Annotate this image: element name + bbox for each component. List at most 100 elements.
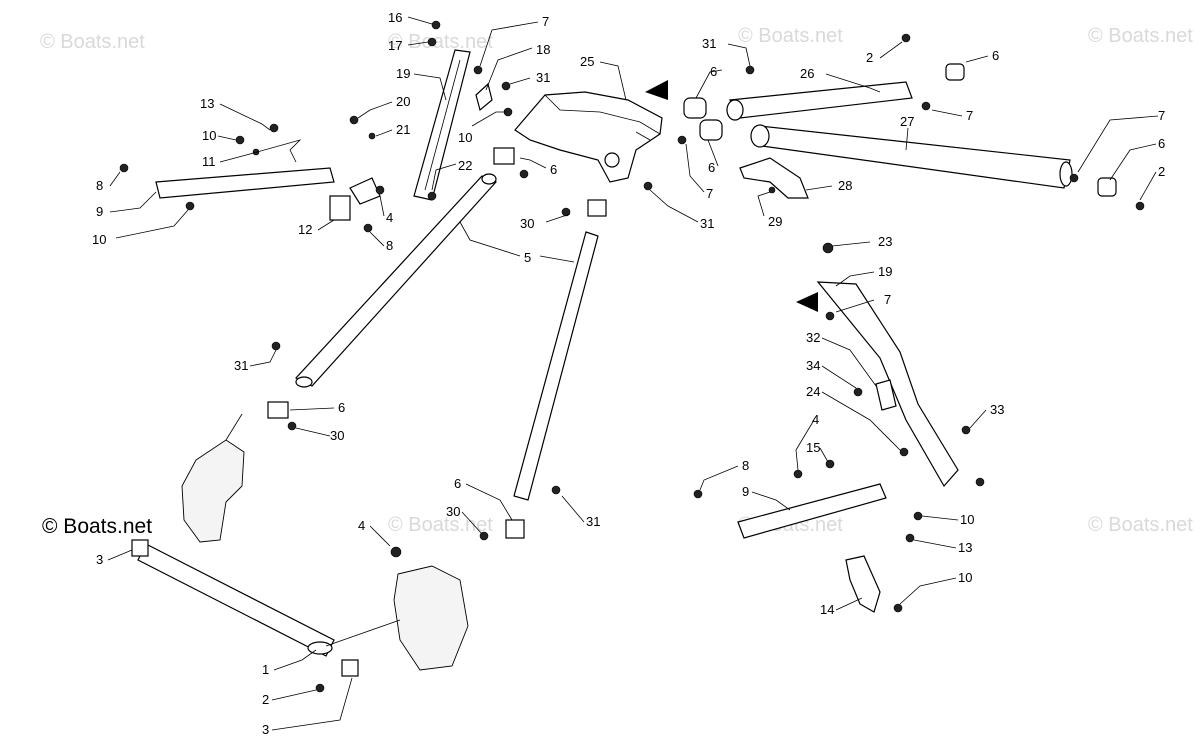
callout-label: 16 <box>388 10 402 25</box>
callout-label: 10 <box>92 232 106 247</box>
callout-label: 14 <box>820 602 834 617</box>
diagonal-tube-part <box>513 231 599 501</box>
leader-line <box>479 21 539 67</box>
callout-label: 6 <box>710 64 717 79</box>
bolt-head-icon <box>822 242 834 254</box>
nut-icon <box>235 135 245 145</box>
gusset-hole-icon <box>604 152 620 168</box>
leader-line <box>413 73 447 101</box>
cross-brace-part <box>737 483 887 539</box>
leader-line <box>835 271 875 287</box>
watermark: © Boats.net <box>1088 514 1193 536</box>
leader-line <box>407 16 433 25</box>
callout-label: 30 <box>446 504 460 519</box>
bolt-icon <box>427 37 437 47</box>
leader-line <box>539 255 575 263</box>
leader-line <box>819 447 829 463</box>
leader-line <box>115 209 189 239</box>
leader-line <box>369 525 391 547</box>
tube-end-icon <box>750 124 770 148</box>
clamp-part <box>349 177 381 205</box>
leader-line <box>271 689 317 701</box>
bolt-icon <box>271 341 281 351</box>
leader-line <box>805 185 833 191</box>
leader-line <box>635 131 651 141</box>
callout-label: 17 <box>388 38 402 53</box>
lower-bar-part <box>137 543 335 657</box>
callout-label: 24 <box>806 384 820 399</box>
leader-line <box>431 163 457 191</box>
end-cap-part <box>341 659 359 677</box>
leader-line <box>485 47 533 91</box>
nut-icon <box>561 207 571 217</box>
callout-label: 31 <box>234 358 248 373</box>
nut-icon <box>185 201 195 211</box>
callout-label: 33 <box>990 402 1004 417</box>
callout-label: 22 <box>458 158 472 173</box>
callout-label: 31 <box>702 36 716 51</box>
parts <box>131 49 1117 677</box>
leader-line <box>913 539 957 549</box>
callout-label: 6 <box>550 162 557 177</box>
screw-icon <box>768 186 776 194</box>
leader-line <box>545 213 571 223</box>
clip-part <box>875 379 897 411</box>
watermark-layer: © Boats.net © Boats.net © Boats.net © Bo… <box>40 25 1193 538</box>
callout-label: 20 <box>396 94 410 109</box>
cross-brace-part <box>155 167 335 199</box>
leader-line <box>795 419 815 471</box>
callout-label: 4 <box>386 210 393 225</box>
nut-icon <box>375 185 385 195</box>
frame-casting-part <box>393 565 469 671</box>
bolt-icon <box>1135 201 1145 211</box>
leader-line <box>599 61 627 101</box>
callout-label: 29 <box>768 214 782 229</box>
leader-lines <box>107 16 1159 731</box>
leader-line <box>273 649 317 671</box>
sleeve-part <box>267 401 289 419</box>
leader-line <box>217 135 237 141</box>
nut-icon <box>1069 173 1079 183</box>
nut-icon <box>390 546 402 558</box>
callout-label: 4 <box>358 518 365 533</box>
gusset-edge-line <box>544 94 661 135</box>
bolt-icon <box>269 123 279 133</box>
leader-line <box>835 299 875 313</box>
callout-label: 7 <box>966 108 973 123</box>
callout-label: 31 <box>700 216 714 231</box>
leader-line <box>271 677 353 731</box>
bolt-icon <box>745 65 755 75</box>
callout-label: 12 <box>298 222 312 237</box>
end-cap-part <box>945 63 965 81</box>
callout-label: 13 <box>958 540 972 555</box>
callout-label: 2 <box>866 50 873 65</box>
callout-label: 6 <box>992 48 999 63</box>
callout-label: 10 <box>958 570 972 585</box>
leader-line <box>519 157 547 169</box>
tube-end-icon <box>726 99 744 121</box>
bolt-icon <box>315 683 325 693</box>
callout-label: 10 <box>458 130 472 145</box>
watermark: © Boats.net <box>1088 25 1193 47</box>
callout-label: 6 <box>1158 136 1165 151</box>
callout-label: 28 <box>838 178 852 193</box>
brace-edge-line <box>424 59 461 191</box>
bolt-icon <box>119 163 129 173</box>
leader-line <box>699 465 739 491</box>
callout-label: 6 <box>338 400 345 415</box>
leader-line <box>219 139 302 163</box>
callout-label: 8 <box>742 458 749 473</box>
leader-line <box>905 127 909 151</box>
leader-line <box>465 483 513 521</box>
leader-line <box>225 413 243 441</box>
callout-label: 9 <box>742 484 749 499</box>
nut-icon <box>893 603 903 613</box>
leader-line <box>357 101 393 119</box>
tube-end-icon <box>1059 161 1073 187</box>
leader-line <box>509 77 531 85</box>
watermark: © Boats.net <box>388 31 493 53</box>
leader-line <box>695 69 723 99</box>
leader-line <box>249 349 277 367</box>
leader-line <box>369 231 385 247</box>
